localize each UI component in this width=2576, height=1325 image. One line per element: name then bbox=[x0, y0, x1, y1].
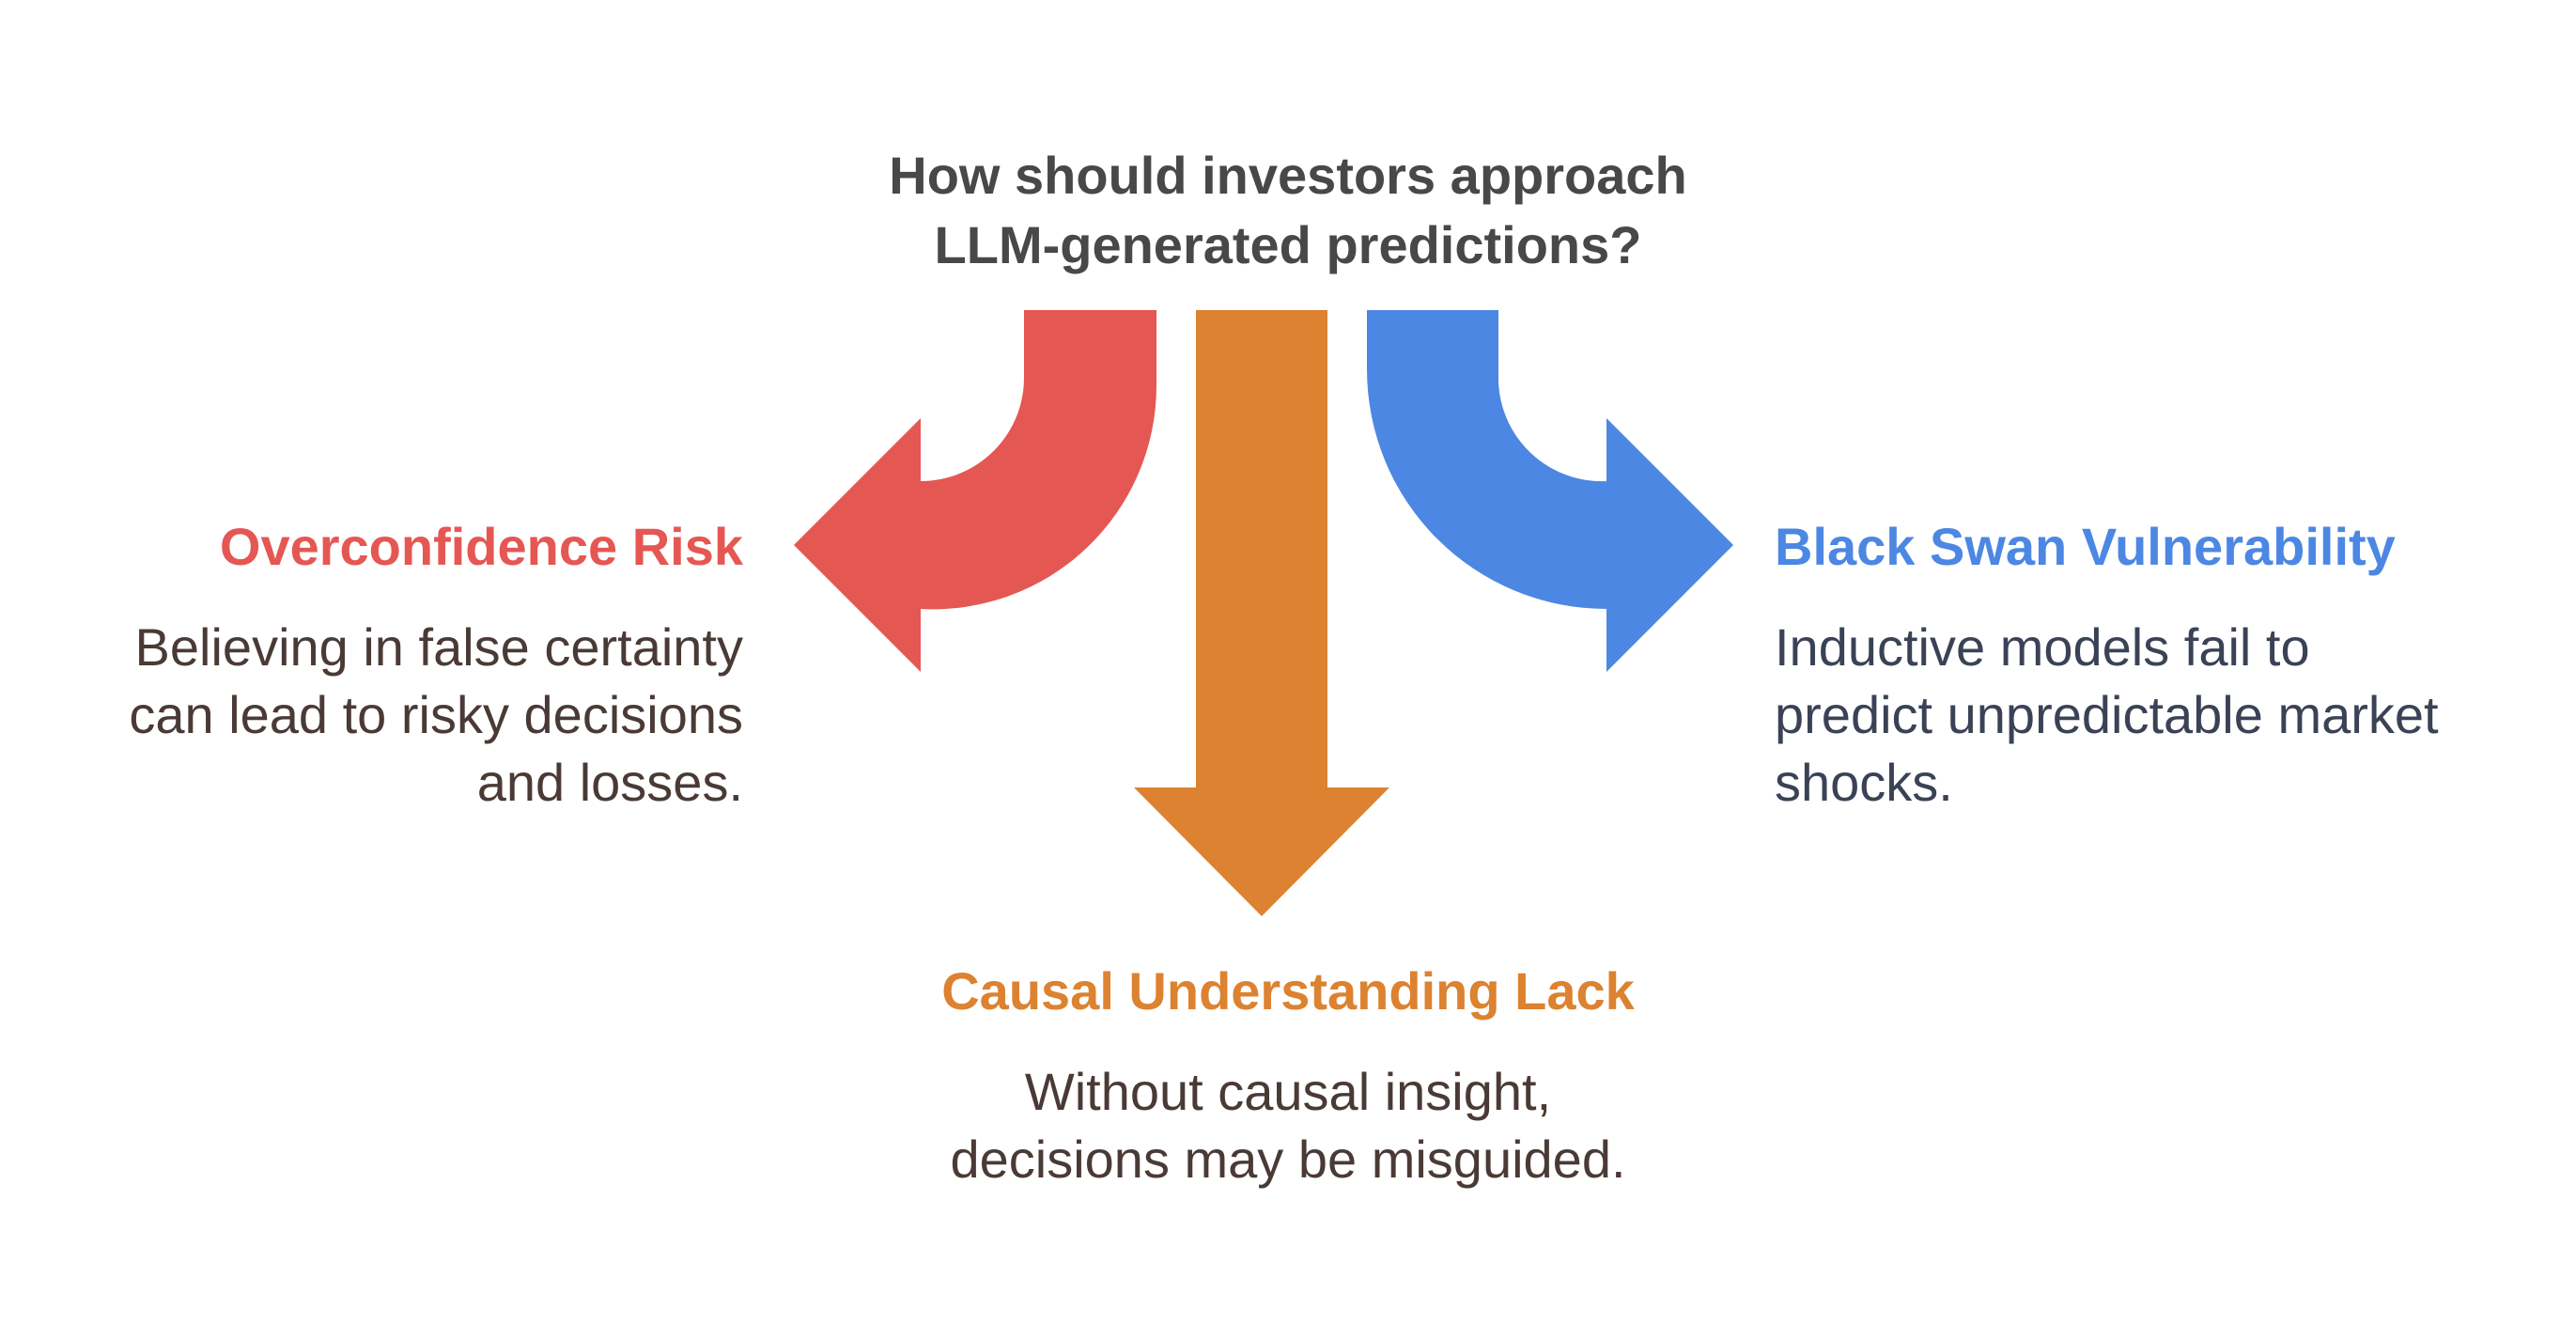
overconfidence-risk-block: Overconfidence Risk Believing in false c… bbox=[129, 512, 743, 817]
center-down-arrow bbox=[1134, 310, 1389, 916]
question-line-2: LLM-generated predictions? bbox=[934, 215, 1642, 274]
black-swan-vulnerability-description: Inductive models fail to predict unpredi… bbox=[1775, 614, 2439, 817]
question-line-1: How should investors approach bbox=[889, 146, 1687, 205]
description-line: Believing in false certainty bbox=[134, 617, 743, 677]
causal-understanding-lack-block: Causal Understanding Lack Without causal… bbox=[630, 957, 1946, 1193]
black-swan-vulnerability-block: Black Swan Vulnerability Inductive model… bbox=[1775, 512, 2439, 817]
left-curved-arrow bbox=[794, 310, 1157, 672]
central-question: How should investors approach LLM-genera… bbox=[630, 141, 1946, 280]
causal-understanding-lack-description: Without causal insight, decisions may be… bbox=[630, 1058, 1946, 1193]
overconfidence-risk-description: Believing in false certainty can lead to… bbox=[129, 614, 743, 817]
causal-understanding-lack-title: Causal Understanding Lack bbox=[941, 961, 1635, 1021]
description-line: and losses. bbox=[476, 753, 743, 812]
right-curved-arrow bbox=[1367, 310, 1733, 672]
description-line: predict unpredictable market bbox=[1775, 685, 2439, 744]
overconfidence-risk-title: Overconfidence Risk bbox=[219, 517, 743, 576]
description-line: shocks. bbox=[1775, 753, 1953, 812]
description-line: decisions may be misguided. bbox=[950, 1130, 1626, 1189]
description-line: Inductive models fail to bbox=[1775, 617, 2310, 677]
black-swan-vulnerability-title: Black Swan Vulnerability bbox=[1775, 517, 2396, 576]
description-line: can lead to risky decisions bbox=[129, 685, 743, 744]
description-line: Without causal insight, bbox=[1024, 1062, 1552, 1121]
